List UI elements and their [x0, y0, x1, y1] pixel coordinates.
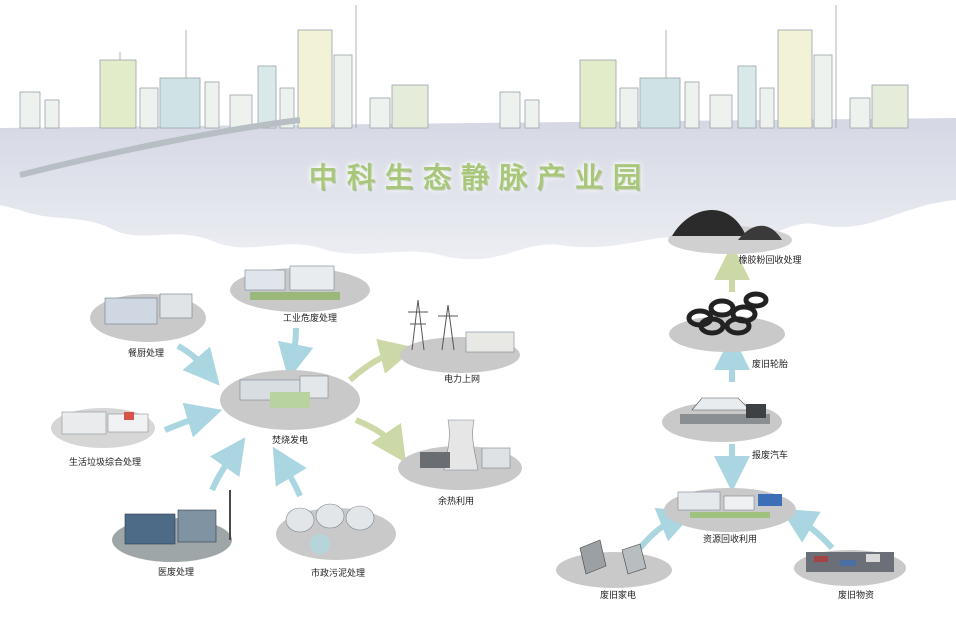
sludge-plant-image [276, 503, 396, 560]
arrow-center-to-grid [348, 338, 416, 383]
arrow-materials-to-resource [780, 508, 835, 550]
center-node-label: 焚烧发电 [271, 436, 309, 446]
skyline-right [499, 5, 909, 129]
appliances-label: 废旧家电 [599, 591, 637, 601]
arrow-industrial-to-center [277, 327, 314, 380]
arrow-domestic-to-center [163, 402, 223, 438]
scrap-appliances-image [556, 539, 672, 588]
rubber-label: 橡胶粉回收处理 [738, 256, 802, 266]
industrial-label: 工业危废处理 [282, 314, 338, 324]
kitchen-waste-plant-image [90, 293, 206, 342]
rubber-powder-image [668, 210, 792, 254]
domestic-waste-plant-image [51, 408, 155, 448]
grid-label: 电力上网 [443, 375, 481, 385]
sludge-label: 市政污泥处理 [310, 569, 366, 579]
arrow-center-to-heat [354, 417, 406, 463]
incineration-plant-image [220, 370, 360, 430]
materials-label: 废旧物资 [837, 591, 875, 601]
scrap-tires-image [669, 291, 785, 352]
skyline-left [19, 5, 429, 129]
medical-waste-plant-image [112, 490, 232, 562]
industrial-plant-image [230, 265, 370, 312]
arrow-sludge-to-center [272, 446, 307, 498]
domestic-label: 生活垃圾综合处理 [68, 458, 142, 468]
page-title: 中科生态静脉产业园 [308, 161, 651, 194]
tires-label: 废旧轮胎 [751, 360, 789, 370]
bridge-road [19, 117, 301, 178]
kitchen-label: 餐厨处理 [127, 349, 165, 359]
resource-label: 资源回收利用 [702, 535, 758, 545]
power-grid-image [400, 299, 520, 373]
arrow-medical-to-center [209, 437, 246, 492]
waste-heat-plant-image [398, 419, 522, 490]
scrap-materials-image [794, 550, 906, 586]
resource-recycling-plant-image [664, 488, 796, 532]
scrapped-cars-image [662, 397, 782, 442]
cars-label: 报废汽车 [751, 451, 789, 461]
arrow-kitchen-to-center [176, 343, 220, 386]
heat-label: 余热利用 [437, 497, 475, 507]
medical-label: 医废处理 [157, 568, 195, 578]
